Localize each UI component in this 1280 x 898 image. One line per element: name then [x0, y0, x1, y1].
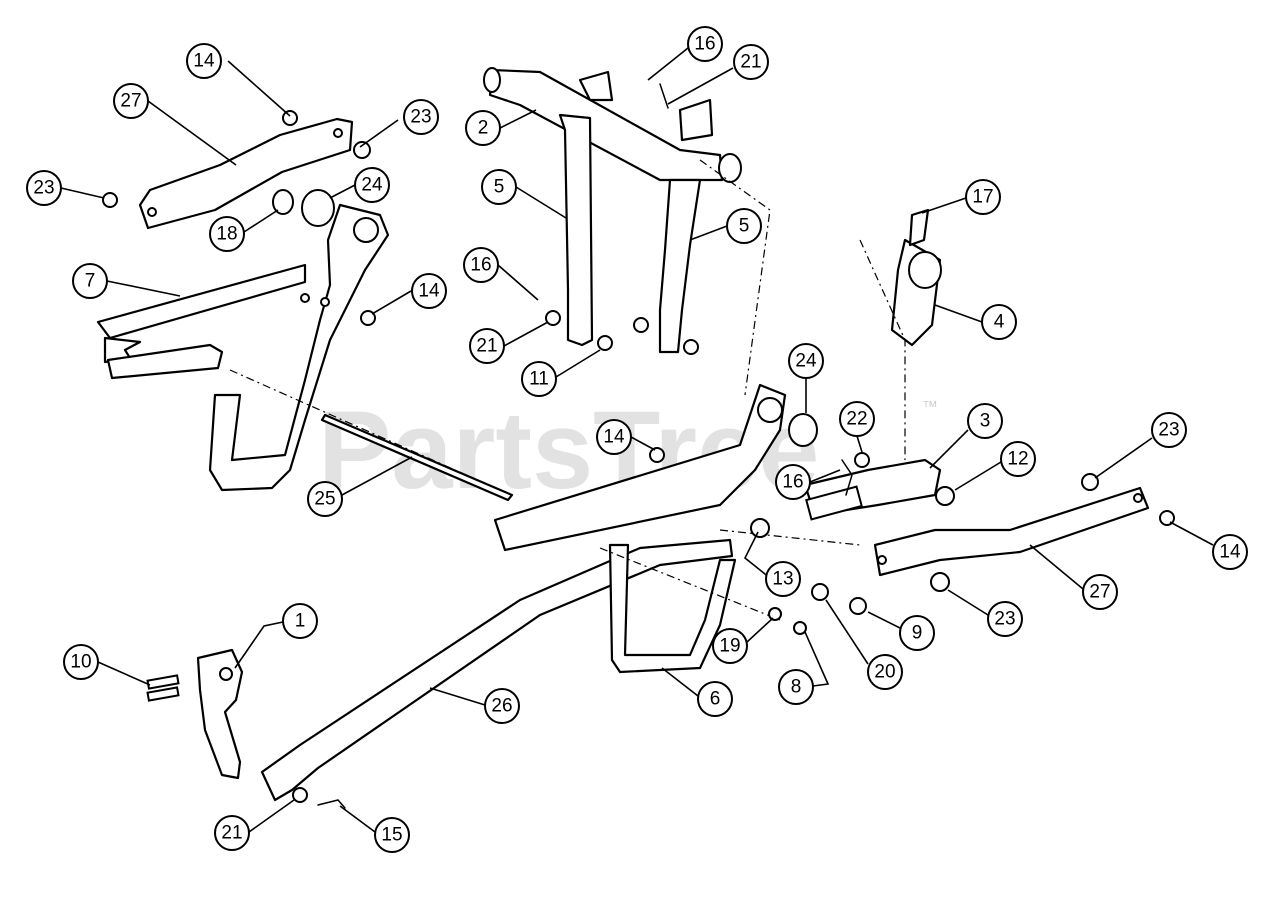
callout-14-c: 14 [596, 419, 656, 455]
part-3-pedal-bracket [803, 458, 942, 521]
callout-23-d-label: 23 [994, 609, 1015, 630]
callout-11: 11 [521, 349, 601, 397]
callout-5-b: 5 [689, 208, 762, 244]
part-27-right-link [873, 486, 1150, 577]
part-6-lower-bracket [608, 543, 737, 674]
callout-25-label: 25 [314, 489, 335, 510]
callout-14-c-label: 14 [603, 427, 625, 448]
callout-6-label: 6 [710, 689, 721, 710]
callout-21-b-label: 21 [476, 336, 497, 357]
callout-6: 6 [661, 667, 733, 717]
callout-1: 1 [234, 603, 318, 669]
callout-11-label: 11 [529, 369, 549, 390]
callout-27-a-label: 27 [120, 91, 141, 112]
part-1-pedal-block [196, 648, 244, 780]
callout-24-a: 24 [329, 167, 390, 203]
callout-23-a-label: 23 [410, 107, 431, 128]
callout-5-b-label: 5 [739, 216, 750, 237]
callout-5-a-label: 5 [494, 177, 505, 198]
callout-12-label: 12 [1007, 449, 1028, 470]
callout-21-a-label: 21 [740, 52, 761, 73]
callout-27-b-label: 27 [1089, 582, 1110, 603]
callout-21-c-label: 21 [221, 823, 242, 844]
callout-16-a-label: 16 [694, 34, 715, 55]
callout-16-c-label: 16 [782, 472, 803, 493]
callout-9-label: 9 [912, 623, 923, 644]
part-5-left-arm [558, 113, 594, 347]
callout-4-label: 4 [994, 312, 1005, 333]
callout-12: 12 [954, 441, 1036, 491]
callout-10: 10 [63, 644, 151, 686]
callout-24-a-label: 24 [361, 175, 383, 196]
callout-17: 17 [921, 179, 1001, 215]
callout-19: 19 [712, 617, 774, 664]
callout-14-b: 14 [371, 273, 447, 315]
callout-5-a: 5 [481, 169, 567, 219]
callout-23-c-label: 23 [1158, 420, 1179, 441]
callout-20: 20 [825, 599, 903, 690]
callout-14-d-label: 14 [1219, 542, 1241, 563]
callout-23-c: 23 [1094, 412, 1187, 479]
callout-8: 8 [778, 631, 830, 705]
part-26-main-lift-tube [260, 383, 787, 802]
callout-19-label: 19 [719, 636, 740, 657]
part-7-left-bracket [96, 203, 390, 492]
callout-23-d: 23 [947, 589, 1023, 637]
callout-8-label: 8 [791, 677, 802, 698]
callout-24-b-label: 24 [795, 351, 817, 372]
hardware [102, 83, 1175, 809]
callout-14-b-label: 14 [418, 281, 440, 302]
part-5-right-arm [658, 178, 702, 354]
part-2-crossbar [483, 67, 742, 183]
callout-7-label: 7 [85, 271, 96, 292]
callout-13-label: 13 [772, 569, 793, 590]
callout-21-b: 21 [469, 321, 549, 364]
callout-2-label: 2 [478, 118, 489, 139]
callout-1-label: 1 [295, 611, 306, 632]
callout-25: 25 [307, 456, 413, 517]
callout-23-b: 23 [26, 170, 105, 206]
callout-27-b: 27 [1029, 544, 1118, 610]
callout-13: 13 [743, 531, 801, 597]
callout-16-b-label: 16 [470, 255, 491, 276]
watermark-trademark: ™ [922, 399, 938, 416]
callout-22-label: 22 [846, 409, 867, 430]
callout-15: 15 [339, 805, 410, 853]
part-4-plate [890, 208, 942, 347]
callout-15-label: 15 [381, 825, 402, 846]
callout-3-label: 3 [980, 411, 991, 432]
centre-lines [229, 159, 906, 621]
callout-23-a: 23 [359, 99, 439, 148]
callout-14-a-label: 14 [193, 51, 215, 72]
callout-14-d: 14 [1169, 521, 1248, 570]
callout-26: 26 [429, 687, 520, 724]
callout-27-a: 27 [113, 83, 237, 166]
callout-10-label: 10 [70, 652, 91, 673]
callout-24-b: 24 [788, 343, 824, 413]
callout-17-label: 17 [972, 187, 993, 208]
callout-3: 3 [929, 403, 1003, 469]
callout-16-a: 16 [647, 26, 723, 81]
callout-7: 7 [72, 263, 181, 299]
callout-23-b-label: 23 [33, 178, 54, 199]
callout-22: 22 [839, 401, 875, 453]
callout-9: 9 [867, 611, 935, 651]
callout-21-a: 21 [667, 44, 769, 105]
callout-16-b: 16 [463, 247, 539, 301]
part-27-left-link [138, 117, 354, 230]
callout-18-label: 18 [216, 224, 237, 245]
callout-20-label: 20 [874, 662, 895, 683]
callout-21-c: 21 [214, 799, 295, 851]
callout-16-c: 16 [775, 464, 841, 500]
callout-18: 18 [209, 209, 279, 252]
callout-14-a: 14 [186, 43, 291, 117]
part-25-rod [320, 413, 514, 502]
callout-2: 2 [465, 109, 537, 146]
callout-26-label: 26 [491, 696, 512, 717]
callout-4: 4 [934, 304, 1017, 340]
